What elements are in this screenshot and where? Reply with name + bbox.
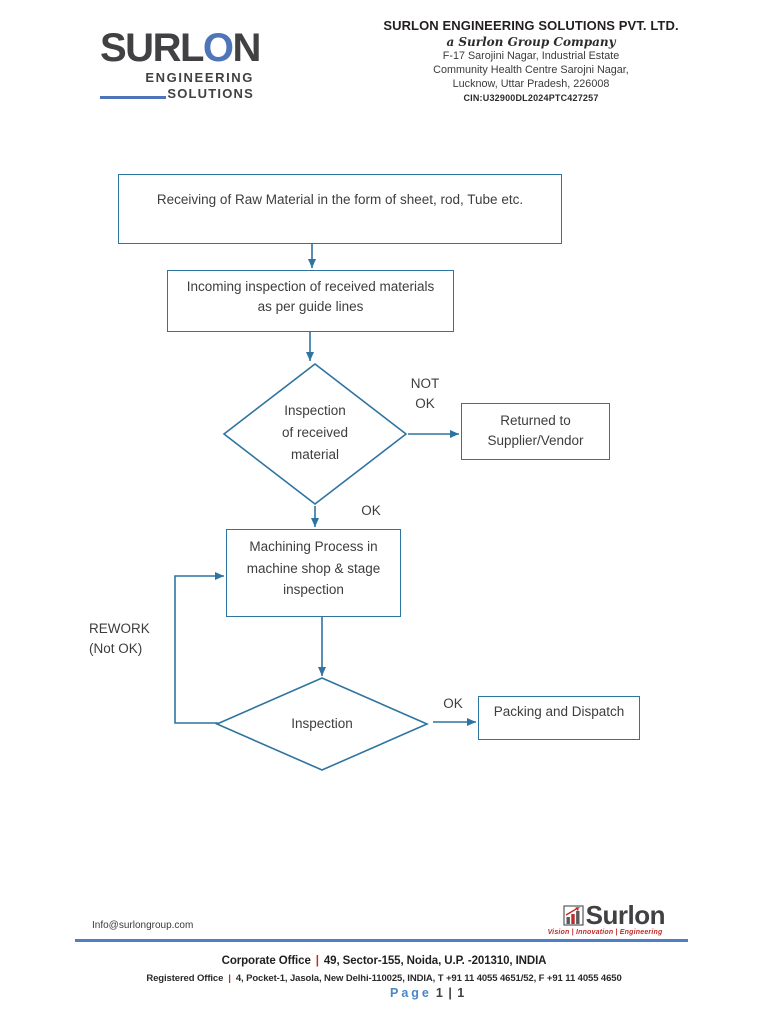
node-packing-dispatch: Packing and Dispatch (478, 696, 640, 740)
not-ok-line2: OK (415, 395, 435, 411)
registered-office-label: Registered Office (146, 973, 224, 984)
label-rework: REWORK (Not OK) (89, 619, 179, 659)
footer-logo-text: Surlon (585, 900, 666, 930)
connector-rework-loop (174, 572, 224, 724)
logo-engineering-text: ENGINEERING (145, 70, 254, 85)
node-text: Receiving of Raw Material in the form of… (156, 192, 524, 207)
rework-line1: REWORK (89, 621, 150, 636)
page-label: Page (390, 986, 432, 1000)
returned-line1: Returned to (500, 413, 571, 428)
decision-inspection1-diamond (222, 362, 408, 506)
corporate-office-separator: | (315, 955, 319, 967)
footer-logo-tagline: Vision | Innovation | Engineering (547, 929, 663, 936)
label-ok-1: OK (361, 503, 381, 518)
label-not-ok: NOT OK (399, 374, 451, 413)
node-inspection1-text: Inspection of received material (240, 400, 390, 466)
wordmark-prefix: SURL (100, 26, 204, 70)
node-inspection2-text: Inspection (291, 716, 353, 731)
node-incoming-inspection: Incoming inspection of received material… (167, 270, 454, 332)
company-name: SURLON ENGINEERING SOLUTIONS PVT. LTD. (383, 18, 679, 33)
inspection1-line1: Inspection (284, 403, 346, 418)
wordmark-o: O (202, 26, 234, 70)
wordmark-suffix: N (232, 26, 262, 70)
registered-office-separator: | (228, 973, 231, 984)
company-info-block: SURLON ENGINEERING SOLUTIONS PVT. LTD. a… (375, 18, 687, 103)
registered-office-address: 4, Pocket-1, Jasola, New Delhi-110025, I… (235, 973, 622, 984)
decision-inspection2-diamond (215, 677, 429, 771)
footer-logo-row: Surlon (545, 900, 666, 930)
company-address-line3: Lucknow, Uttar Pradesh, 226008 (452, 78, 610, 90)
inspection1-line3: material (290, 447, 339, 462)
logo-underline (100, 96, 167, 99)
inspection1-line2: of received (281, 425, 349, 440)
node-text-line1: Incoming inspection of received material… (186, 279, 435, 294)
rework-line2: (Not OK) (89, 641, 143, 656)
machining-line2: machine shop & stage (246, 560, 381, 576)
corporate-office-address: 49, Sector-155, Noida, U.P. -201310, IND… (323, 955, 547, 967)
footer-registered-office-line: Registered Office | 4, Pocket-1, Jasola, N… (0, 973, 768, 984)
company-address-line2: Community Health Centre Sarojni Nagar, (433, 64, 629, 76)
surlon-logo: SURLON ENGINEERING SOLUTIONS (100, 26, 261, 101)
footer-chart-icon (563, 904, 584, 926)
logo-solutions-row: SOLUTIONS (100, 86, 254, 101)
company-address-line1: F-17 Sarojini Nagar, Industrial Estate (442, 50, 620, 62)
packing-text: Packing and Dispatch (493, 704, 625, 719)
node-receiving-raw-material: Receiving of Raw Material in the form of… (118, 174, 562, 244)
surlon-wordmark: SURLON (100, 26, 261, 70)
footer-email: Info@surlongroup.com (92, 920, 194, 931)
machining-line3: inspection (283, 582, 344, 597)
footer-divider-line (75, 939, 688, 942)
not-ok-line1: NOT (410, 376, 440, 391)
page-value: 1 | 1 (435, 986, 466, 1000)
company-tagline: a Surlon Group Company (446, 35, 616, 49)
company-cin: CIN:U32900DL2024PTC427257 (463, 93, 599, 103)
node-machining-process: Machining Process in machine shop & stag… (226, 529, 401, 617)
footer-corporate-office-line: Corporate Office | 49, Sector-155, Noida, … (0, 955, 768, 967)
node-returned-to-supplier: Returned to Supplier/Vendor (461, 403, 610, 460)
node-text-line2: as per guide lines (257, 298, 364, 314)
label-ok-2: OK (443, 696, 463, 711)
machining-line1: Machining Process in (249, 539, 378, 554)
logo-solutions-text: SOLUTIONS (167, 86, 254, 101)
footer-surlon-logo: Surlon Vision | Innovation | Engineering (545, 900, 666, 936)
returned-line2: Supplier/Vendor (487, 432, 584, 448)
corporate-office-label: Corporate Office (221, 955, 311, 967)
